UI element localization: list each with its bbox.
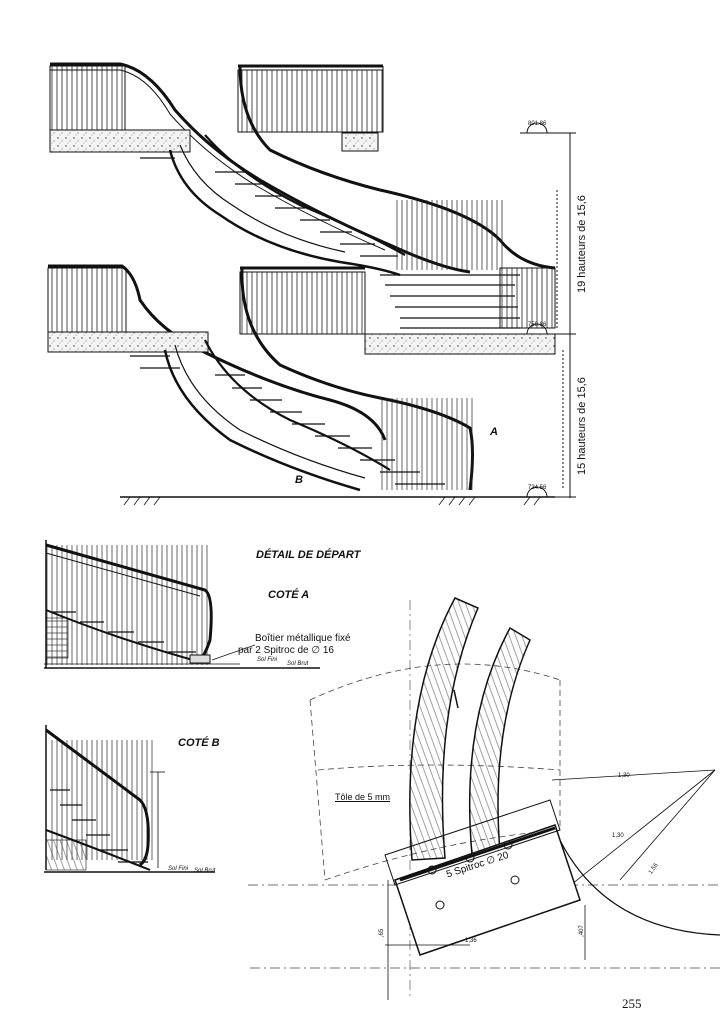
level-bottom: 734.56 [528, 485, 547, 491]
upper-winder-treads [380, 274, 520, 329]
upper-landing-slab [49, 129, 191, 153]
base-plate [394, 824, 581, 956]
upper-flight-elevation [49, 62, 556, 329]
metal-box [189, 654, 211, 664]
lower-flight-label: 15 hauteurs de 15,6 [576, 377, 588, 475]
lower-flight-elevation [47, 264, 556, 506]
level-mid: 758.86 [528, 322, 547, 328]
box-note-line1: Boîtier métallique fixé [255, 633, 351, 644]
lower-landing-slab-right [364, 333, 556, 355]
lower-treads [130, 355, 445, 485]
level-top: 801.86 [528, 121, 547, 127]
detail-side-b [44, 725, 215, 873]
lower-stringer-left [163, 349, 361, 492]
marker-a: A [490, 426, 498, 438]
plan-dim-5: ,65 [379, 928, 386, 938]
marker-b: B [295, 474, 303, 486]
plan-dim-1: 1,30 [618, 773, 630, 779]
upper-right-railing [237, 69, 384, 133]
box-note-line2: par 2 Spitroc de ∅ 16 [238, 645, 334, 656]
plan-detail [248, 597, 721, 1000]
detail-title: DÉTAIL DE DÉPART [256, 549, 361, 561]
plan-stringer-outer [409, 597, 479, 861]
lower-left-handrail [48, 264, 387, 441]
plan-dim-2: 1,30 [612, 833, 624, 839]
lower-stringer-right [204, 339, 391, 471]
lower-left-railing [47, 267, 127, 333]
detail-b-handrail [45, 728, 150, 867]
upper-stringer-right [204, 134, 406, 256]
plan-dim-4: ,407 [578, 925, 585, 937]
sol-fini-a: Sol Fini [257, 657, 278, 663]
lower-landing-slab-left [47, 331, 209, 353]
side-b-title: COTÉ B [178, 737, 220, 749]
upper-stringer-left [168, 149, 401, 277]
upper-left-railing [49, 65, 126, 131]
sol-brut-a: Sol Brut [287, 661, 309, 667]
plan-dim-6: 1,36 [465, 938, 477, 944]
sol-brut-b: Sol Brut [194, 868, 216, 874]
page-number: 255 [622, 996, 642, 1011]
upper-flight-label: 19 hauteurs de 15,6 [576, 195, 588, 293]
upper-winder-railing [395, 200, 505, 270]
height-dimension [382, 66, 576, 498]
side-a-title: COTÉ A [268, 589, 310, 601]
upper-right-handrail [238, 64, 556, 270]
anchor-bolts [427, 840, 520, 910]
sol-fini-b: Sol Fini [168, 866, 189, 872]
plan-stringer-inner [468, 626, 531, 856]
lower-right-railing [239, 271, 366, 335]
plate-label: Tôle de 5 mm [335, 792, 391, 802]
detail-a-stringer [45, 609, 201, 663]
detail-side-a [44, 540, 320, 669]
